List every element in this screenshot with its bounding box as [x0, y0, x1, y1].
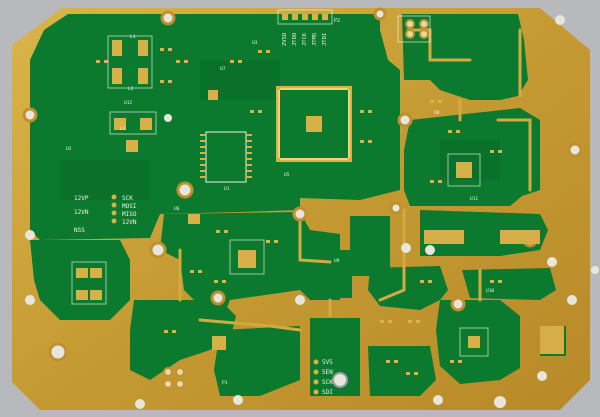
silk-jtdo: JTDO [292, 33, 298, 46]
silk-12vn-right: 12VN [122, 219, 137, 226]
top-right-connector [405, 19, 429, 39]
silk-2v5d: 2V5D [282, 33, 288, 46]
smd-pads [96, 48, 502, 375]
bottom-connector [313, 359, 319, 395]
silk-ref-u8: U8 [434, 110, 440, 116]
silk-12vn-left: 12VN [74, 209, 89, 216]
silk-ref-u3: U3 [252, 40, 258, 46]
power-pads [76, 40, 564, 354]
silk-sck-bottom: SCK [322, 379, 333, 386]
silk-5v5: 5V5 [322, 359, 333, 366]
silk-ref-u10: U10 [486, 288, 494, 294]
silk-ref-l2: L2 [128, 86, 134, 92]
silk-jtms: JTMS [312, 33, 318, 46]
silk-ref-l1: L1 [130, 34, 136, 40]
silk-ref-u2: U2 [66, 146, 72, 152]
silk-jtdi: JTDI [322, 33, 328, 46]
silk-sck-left: SCK [122, 195, 133, 202]
silk-jtck: JTCK [302, 32, 308, 46]
silk-sen: SEN [322, 369, 333, 376]
silk-ref-l3: L3 [120, 126, 126, 132]
silkscreen-bottom: 5V5 SEN SCK SDI [322, 359, 333, 396]
silk-outlines [71, 9, 489, 357]
silk-miso: MISO [122, 211, 137, 218]
spi-header [111, 194, 117, 224]
silk-ref-u12: U12 [124, 100, 132, 106]
silk-ref-u6: U6 [174, 206, 180, 212]
soic-chip [200, 131, 252, 183]
silk-ref-u9: U9 [334, 258, 340, 264]
bottom-left-connector [163, 367, 185, 389]
silk-ref-u11: U11 [470, 196, 478, 202]
jtag-header [282, 14, 328, 20]
silk-12vp: 12VP [74, 195, 89, 202]
silk-nss: NSS [74, 227, 85, 234]
gold-traces [178, 28, 532, 332]
silk-sdi: SDI [322, 389, 333, 396]
silk-ref-p1: P1 [222, 380, 228, 386]
silk-ref-u1: U1 [224, 186, 230, 192]
mcu-qfp [276, 86, 352, 162]
green-shading [60, 60, 500, 200]
silk-mosi: MOSI [122, 203, 137, 210]
mounting-holes [22, 7, 599, 409]
silkscreen-left: 12VP 12VN NSS SCK MOSI MISO 12VN [74, 195, 137, 234]
silk-ref-u5: U5 [284, 172, 290, 178]
silk-p2: P2 [334, 18, 340, 24]
qfn-chips [126, 90, 480, 348]
silkscreen-jtag: JTDI JTMS JTCK JTDO 2V5D P2 [282, 18, 340, 46]
silkscreen-refs: U2 U1 U3 U5 U8 U6 U7 U9 U10 U11 U12 P1 L… [66, 34, 494, 386]
silk-ref-u7: U7 [220, 66, 226, 72]
